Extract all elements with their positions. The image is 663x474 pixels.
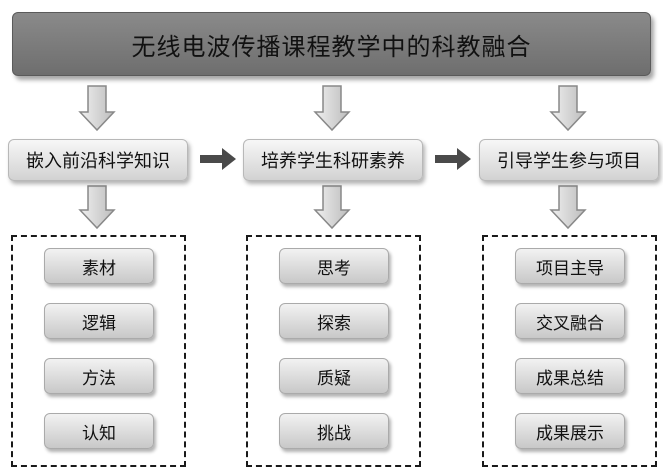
down-arrow-col1-group: [78, 185, 116, 230]
column-3-item-4: 成果展示: [515, 413, 625, 449]
column-2-item-1: 思考: [279, 248, 389, 284]
down-arrow-title-col2: [313, 85, 351, 132]
down-arrow-title-col3: [549, 85, 587, 132]
column-1-item-4: 认知: [44, 413, 154, 449]
column-1-dashed-group: [11, 235, 186, 467]
column-3-dashed-group: [482, 235, 657, 467]
column-2-dashed-group: [246, 235, 421, 467]
column-1-item-1: 素材: [44, 248, 154, 284]
column-1-item-2: 逻辑: [44, 303, 154, 339]
column-3-box: 引导学生参与项目: [479, 139, 659, 181]
down-arrow-col3-group: [549, 185, 587, 230]
column-2-box: 培养学生科研素养: [243, 139, 423, 181]
column-2-item-4: 挑战: [279, 413, 389, 449]
right-arrow-col2-col3: [435, 148, 471, 170]
column-3-item-3: 成果总结: [515, 358, 625, 394]
column-1-box: 嵌入前沿科学知识: [8, 139, 188, 181]
down-arrow-col2-group: [313, 185, 351, 230]
down-arrow-title-col1: [78, 85, 116, 132]
column-3-item-2: 交叉融合: [515, 303, 625, 339]
column-3-item-1: 项目主导: [515, 248, 625, 284]
column-1-item-3: 方法: [44, 358, 154, 394]
diagram-title: 无线电波传播课程教学中的科教融合: [12, 12, 651, 76]
column-2-item-2: 探索: [279, 303, 389, 339]
right-arrow-col1-col2: [200, 148, 236, 170]
column-2-item-3: 质疑: [279, 358, 389, 394]
